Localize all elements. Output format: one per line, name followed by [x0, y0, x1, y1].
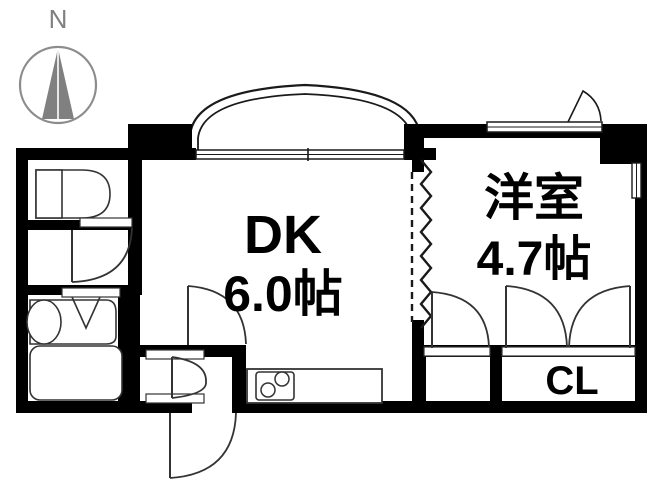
windows [195, 89, 642, 199]
stove-burner-back [274, 371, 290, 387]
toilet-door [71, 217, 133, 283]
room-labels: DK 6.0帖 洋室 4.7帖 CL [223, 170, 598, 403]
north-arrow-icon: N [18, 4, 98, 125]
hall-doors [145, 285, 247, 479]
bedroom-door [423, 291, 491, 357]
stove-burner-front [260, 382, 276, 398]
bath-fixtures [26, 287, 123, 401]
kitchen-counter [246, 368, 383, 404]
folding-partition [410, 159, 433, 329]
dk-label-line1: DK [244, 205, 322, 265]
closet-doors [501, 285, 636, 357]
compass-north-label: N [49, 4, 68, 34]
sliding-window-dk [195, 148, 405, 161]
bedroom-label-line1: 洋室 [484, 170, 584, 226]
closet-label: CL [545, 359, 598, 403]
side-window-right [631, 162, 642, 199]
dk-label-line2: 6.0帖 [223, 266, 343, 322]
arched-bay-window [188, 83, 422, 155]
bedroom-label-line2: 4.7帖 [477, 233, 592, 286]
casement-window-bedroom [486, 89, 603, 133]
toilet-fixture [35, 169, 111, 219]
